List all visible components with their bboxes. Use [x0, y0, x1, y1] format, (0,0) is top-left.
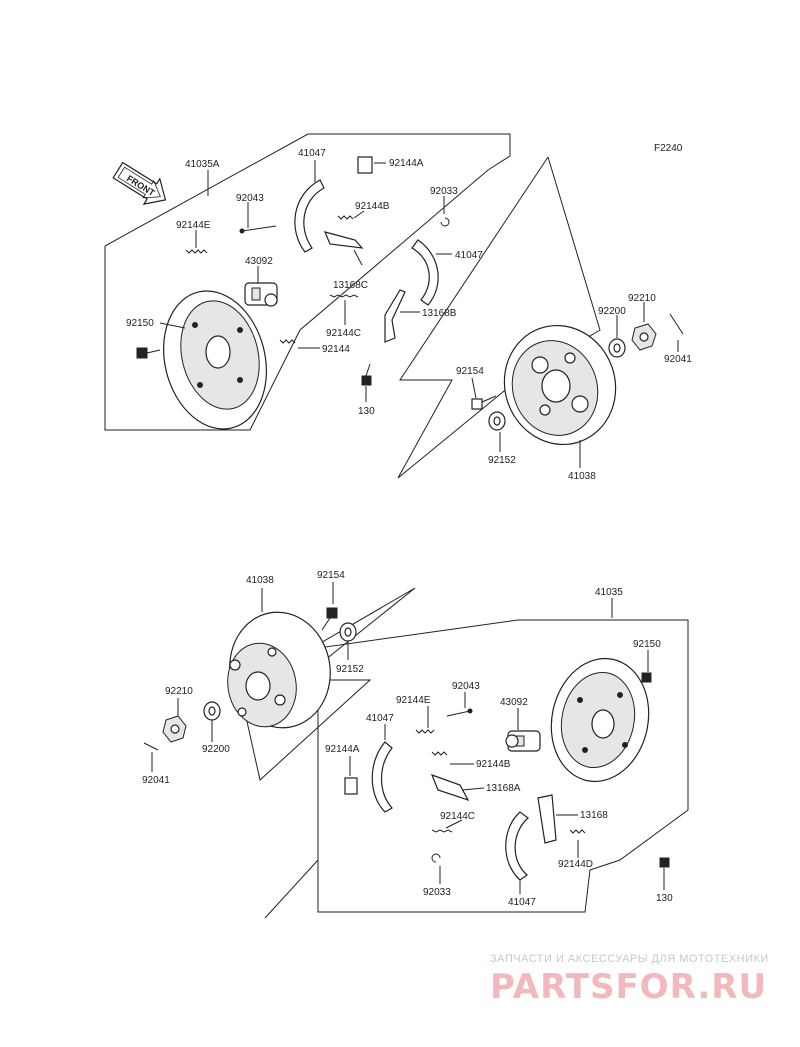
callout-41047-bottom-a: 41047: [366, 713, 394, 724]
callout-41047-bottom-b: 41047: [508, 897, 536, 908]
callout-41035-bottom: 41035: [595, 587, 623, 598]
callout-92150-bottom: 92150: [633, 639, 661, 650]
top-brake-shoe-rear: [411, 239, 439, 306]
bottom-washer-92152: [339, 622, 357, 642]
callout-92200-top: 92200: [598, 306, 626, 317]
bottom-assembly: 41038 92154 92152 41035 92150 92210 9220…: [142, 570, 689, 919]
bottom-spring-b: [431, 751, 448, 756]
callout-13168A-bottom: 13168A: [486, 783, 521, 794]
top-brake-drum: [503, 324, 617, 446]
callout-92144C-bottom: 92144C: [440, 811, 475, 822]
callout-13168C-top: 13168C: [333, 280, 368, 291]
callout-92144B-top: 92144B: [355, 201, 390, 212]
callout-41038-top: 41038: [568, 471, 596, 482]
callout-13168B-top: 13168B: [422, 308, 457, 319]
callout-92152-top: 92152: [488, 455, 516, 466]
top-bolt-92150: [136, 347, 161, 359]
top-spring-main: [279, 339, 296, 344]
top-spring-e: [185, 249, 208, 254]
bottom-pin: [446, 710, 471, 717]
callout-92144C-top: 92144C: [326, 328, 361, 339]
callout-92144A-top: 92144A: [389, 158, 424, 169]
top-clip: [357, 156, 373, 174]
bottom-brake-shoe-a: [371, 741, 393, 813]
top-drum-frame: [397, 156, 601, 479]
callout-92033-bottom: 92033: [423, 887, 451, 898]
top-wheel-cylinder: [244, 282, 278, 307]
bottom-spring-e: [415, 729, 435, 734]
callout-13168-bottom: 13168: [580, 810, 608, 821]
callout-92144B-bottom: 92144B: [476, 759, 511, 770]
top-leaders: [159, 160, 679, 468]
front-arrow-icon: FRONT: [112, 161, 167, 205]
callout-92144-top: 92144: [322, 344, 350, 355]
bottom-spring-c: [431, 829, 453, 833]
bottom-leaders: [151, 582, 665, 894]
bottom-backing-plate: [550, 657, 650, 783]
callout-41038-bottom: 41038: [246, 575, 274, 586]
callout-130-top: 130: [358, 406, 375, 417]
callout-92200-bottom: 92200: [202, 744, 230, 755]
top-washer-92152: [488, 411, 506, 431]
callout-43092-bottom: 43092: [500, 697, 528, 708]
top-backing-plate: [163, 290, 267, 430]
top-assembly: FRONT: [104, 133, 692, 482]
bottom-bolt-92154: [321, 607, 338, 631]
top-bolt-130: [361, 363, 372, 386]
bottom-nut-92210: [162, 715, 187, 743]
top-strut: [384, 289, 406, 343]
callout-92150-top: 92150: [126, 318, 154, 329]
callout-92041-top: 92041: [664, 354, 692, 365]
top-bolt-92154: [471, 395, 497, 410]
callout-92154-top: 92154: [456, 366, 484, 377]
bottom-lever: [430, 773, 470, 802]
bottom-eclip: [431, 853, 441, 863]
bottom-spring-d: [569, 829, 586, 834]
callout-92144E-bottom: 92144E: [396, 695, 431, 706]
bottom-drum-frame: [239, 587, 416, 781]
callout-41047-top-a: 41047: [298, 148, 326, 159]
callout-92043-bottom: 92043: [452, 681, 480, 692]
top-spring-c: [329, 294, 359, 298]
top-lever: [323, 231, 364, 249]
callout-130-bottom: 130: [656, 893, 673, 904]
bottom-backing-frame: [264, 619, 689, 919]
callout-92154-bottom: 92154: [317, 570, 345, 581]
top-eclip: [440, 217, 450, 227]
callout-41035A: 41035A: [185, 159, 220, 170]
callout-92210-bottom: 92210: [165, 686, 193, 697]
callout-92041-bottom: 92041: [142, 775, 170, 786]
watermark-tagline: ЗАПЧАСТИ И АКСЕССУАРЫ ДЛЯ МОТОТЕХНИКИ: [490, 953, 769, 965]
callout-43092-top: 43092: [245, 256, 273, 267]
bottom-washer-92200: [203, 701, 221, 721]
bottom-cotter-pin: [143, 742, 159, 751]
watermark-brand: PARTSFOR.RU: [490, 967, 767, 1007]
callout-92144D-bottom: 92144D: [558, 859, 593, 870]
callout-41047-top-b: 41047: [455, 250, 483, 261]
bottom-brake-shoe-b: [505, 811, 529, 881]
callout-92043-top: 92043: [236, 193, 264, 204]
callout-92033-top: 92033: [430, 186, 458, 197]
top-nut-92210: [631, 323, 657, 351]
bottom-strut: [537, 794, 557, 844]
callout-92210-top: 92210: [628, 293, 656, 304]
callout-92144A-bottom: 92144A: [325, 744, 360, 755]
top-cotter-pin: [669, 313, 684, 335]
top-washer-92200: [608, 338, 626, 358]
bottom-bolt-130: [659, 857, 670, 868]
top-pin: [241, 225, 277, 232]
bottom-wheel-cylinder: [505, 730, 541, 752]
callout-92144E-top: 92144E: [176, 220, 211, 231]
bottom-clip: [344, 777, 358, 795]
top-brake-shoe-front: [294, 179, 325, 253]
top-spring-b: [337, 215, 354, 220]
callout-92152-bottom: 92152: [336, 664, 364, 675]
bottom-brake-drum: [227, 611, 331, 729]
bottom-bolt-92150: [641, 672, 652, 683]
figure-code: F2240: [654, 143, 683, 154]
